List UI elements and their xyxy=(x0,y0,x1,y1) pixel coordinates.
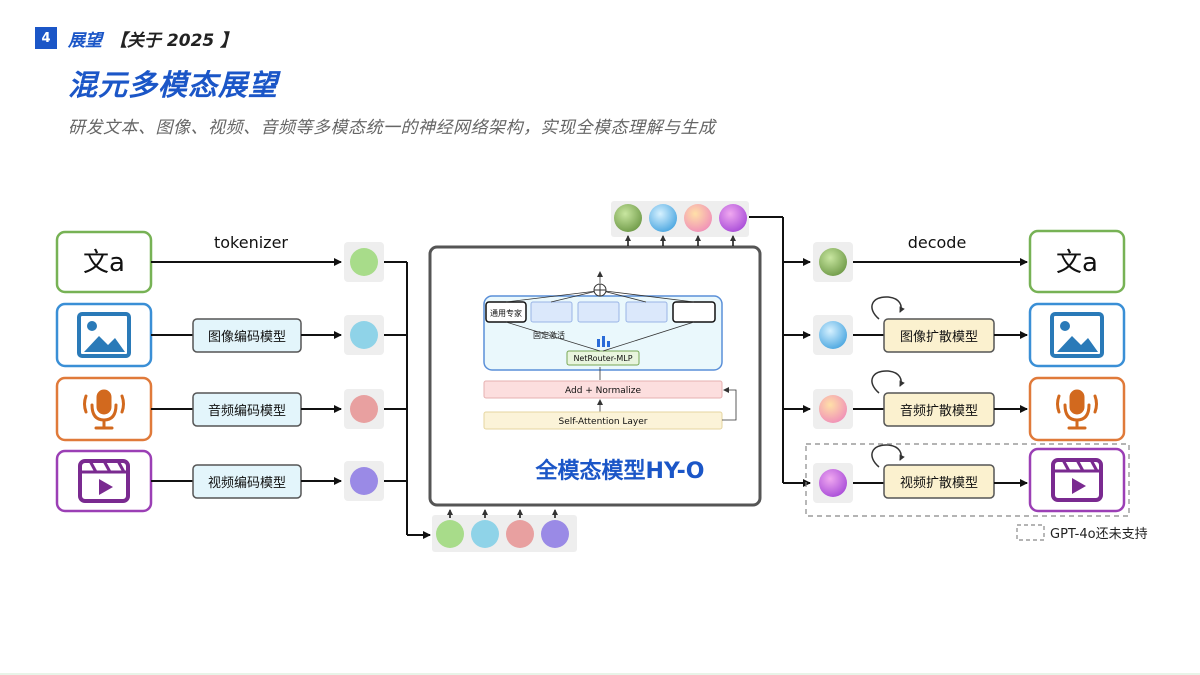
video-encoder: 视频编码模型 xyxy=(151,464,342,499)
section-label: 展望【关于 2025 】 xyxy=(68,26,237,51)
video-clapper-icon xyxy=(78,459,130,503)
omni-model-box: 通用专家 固定激活 NetRouter-MLP xyxy=(428,245,762,507)
model-name: 全模态模型HY-O xyxy=(535,458,705,484)
video-encoder-label: 视频编码模型 xyxy=(208,476,286,491)
text-translate-icon: 文a xyxy=(83,248,125,278)
page-subtitle: 研发文本、图像、视频、音频等多模态统一的神经网络架构，实现全模态理解与生成 xyxy=(68,118,716,138)
general-expert-label: 通用专家 xyxy=(490,308,522,318)
image-encoder: 图像编码模型 xyxy=(151,318,342,353)
image-encoder-label: 图像编码模型 xyxy=(208,330,286,345)
decode-label: decode xyxy=(908,233,967,252)
output-image-box xyxy=(1028,302,1126,368)
image-icon xyxy=(1050,312,1104,358)
bottom-token-row xyxy=(432,509,577,552)
input-tokens xyxy=(344,242,384,501)
self-attention-label: Self-Attention Layer xyxy=(559,417,648,427)
microphone-icon xyxy=(83,389,125,430)
page-title: 混元多模态展望 xyxy=(68,68,279,102)
input-text-box: 文a xyxy=(55,230,153,294)
input-audio-box xyxy=(55,376,153,442)
video-token xyxy=(350,467,378,495)
top-token-row xyxy=(611,201,749,246)
tokenizer-label: tokenizer xyxy=(214,233,288,252)
router-icon xyxy=(597,336,610,347)
audio-output-token xyxy=(819,395,847,423)
output-text-box: 文a xyxy=(1028,229,1126,294)
section-bracket: 【关于 2025 】 xyxy=(110,31,238,51)
audio-token xyxy=(350,395,378,423)
page-number-badge: 4 xyxy=(35,27,57,49)
video-decoder: 视频扩散模型 xyxy=(853,444,1028,499)
text-output-token xyxy=(819,248,847,276)
output-video-box xyxy=(1028,447,1126,513)
legend-swatch xyxy=(1016,524,1045,541)
image-token xyxy=(350,321,378,349)
video-output-token xyxy=(819,469,847,497)
input-video-box xyxy=(55,449,153,513)
microphone-icon xyxy=(1056,389,1098,430)
section-name: 展望 xyxy=(68,31,102,51)
audio-decoder-label: 音频扩散模型 xyxy=(900,403,978,419)
image-icon xyxy=(77,312,131,358)
text-token xyxy=(350,248,378,276)
input-image-box xyxy=(55,302,153,368)
image-decoder-label: 图像扩散模型 xyxy=(900,330,978,345)
add-circle-icon xyxy=(593,283,607,297)
audio-encoder-label: 音频编码模型 xyxy=(208,403,286,419)
video-decoder-label: 视频扩散模型 xyxy=(900,476,978,491)
legend-label: GPT-4o还未支持 xyxy=(1050,527,1148,542)
text-translate-icon: 文a xyxy=(1056,248,1098,278)
image-output-token xyxy=(819,321,847,349)
output-tokens xyxy=(813,242,853,503)
video-clapper-icon xyxy=(1051,458,1103,502)
output-audio-box xyxy=(1028,376,1126,442)
audio-encoder: 音频编码模型 xyxy=(151,392,342,427)
audio-decoder: 音频扩散模型 xyxy=(853,370,1028,427)
add-normalize-label: Add + Normalize xyxy=(565,386,641,396)
footer-line xyxy=(0,673,1200,675)
router-label: NetRouter-MLP xyxy=(573,354,632,363)
image-decoder: 图像扩散模型 xyxy=(853,296,1028,353)
